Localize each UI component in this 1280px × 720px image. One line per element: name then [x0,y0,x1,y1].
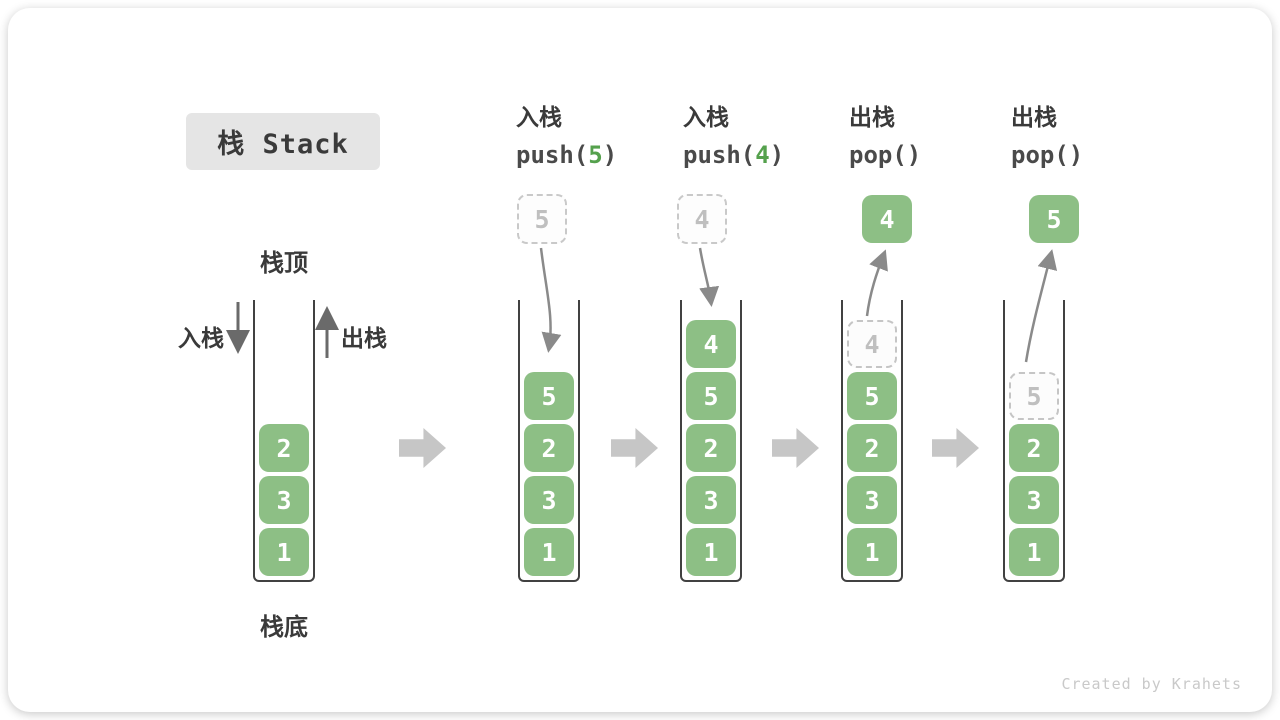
operation-name: 入栈 [683,105,729,131]
stack-cell: 3 [847,476,897,524]
stack-state-1: 2 3 1 [253,300,315,582]
stack-cell: 1 [847,528,897,576]
pop-side-label: 出栈 [341,326,387,352]
stack-top-label: 栈顶 [260,249,308,277]
operation-label-push-4: 入栈 push(4) [683,103,843,170]
stack-cell: 3 [524,476,574,524]
operation-label-pop-2: 出栈 pop() [1011,103,1171,170]
pushed-value-ghost-5: 5 [517,194,567,244]
operation-name: 出栈 [849,105,895,131]
stack-cell: 1 [1009,528,1059,576]
stack-state-4: 4 5 2 3 1 [841,300,903,582]
operation-label-pop-1: 出栈 pop() [849,103,1009,170]
code-prefix: push( [683,141,756,169]
operation-label-push-5: 入栈 push(5) [516,103,676,170]
stack-cell: 3 [1009,476,1059,524]
stack-cell: 3 [686,476,736,524]
stack-cell: 5 [847,372,897,420]
operation-code: pop() [1011,140,1171,170]
stack-cell: 1 [524,528,574,576]
stack-state-3: 4 5 2 3 1 [680,300,742,582]
stack-state-5: 5 2 3 1 [1003,300,1065,582]
operation-code: push(5) [516,140,676,170]
code-argument: 5 [588,141,603,169]
operation-name: 入栈 [516,105,562,131]
code-argument: 4 [755,141,770,169]
code-prefix: pop( [1011,141,1069,169]
code-prefix: push( [516,141,589,169]
stack-bottom-label: 栈底 [260,613,308,641]
stack-cell-ghost: 4 [847,320,897,368]
operation-name: 出栈 [1011,105,1057,131]
pushed-value-ghost-4: 4 [677,194,727,244]
popped-value-5: 5 [1029,195,1079,243]
stack-cell-ghost: 5 [1009,372,1059,420]
code-suffix: ) [769,141,785,169]
code-suffix: ) [1068,141,1084,169]
popped-value-4: 4 [862,195,912,243]
stack-cell: 1 [259,528,309,576]
stack-cell: 2 [686,424,736,472]
stack-cell: 2 [847,424,897,472]
push-side-label: 入栈 [178,326,224,352]
code-suffix: ) [906,141,922,169]
stack-state-2: 5 2 3 1 [518,300,580,582]
code-suffix: ) [602,141,618,169]
stack-cell: 2 [259,424,309,472]
diagram-title: 栈 Stack [186,113,380,170]
stack-cell: 5 [524,372,574,420]
operation-code: push(4) [683,140,843,170]
stack-cell: 3 [259,476,309,524]
stack-cell: 4 [686,320,736,368]
stack-cell: 2 [524,424,574,472]
operation-code: pop() [849,140,1009,170]
stack-cell: 2 [1009,424,1059,472]
stack-cell: 5 [686,372,736,420]
stack-cell: 1 [686,528,736,576]
watermark: Created by Krahets [1061,675,1242,693]
code-prefix: pop( [849,141,907,169]
